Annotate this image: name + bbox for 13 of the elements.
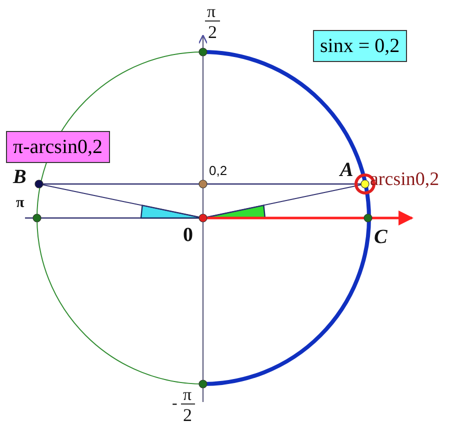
point-label: A [340,160,354,180]
formula-box: sinx = 0,2 [313,30,407,62]
fraction-numerator: π [207,3,216,20]
minus-sign: - [172,396,178,412]
fraction-numerator: π [183,386,192,403]
value-label: 0,2 [209,164,228,177]
point-label: C [374,227,388,247]
point-label: B [13,167,26,187]
formula-box: π-arcsin0,2 [6,131,110,163]
fraction-denominator: 2 [208,23,217,41]
origin-label: 0 [183,225,193,245]
angle-label: π [16,196,24,211]
fraction-denominator: 2 [183,406,192,424]
